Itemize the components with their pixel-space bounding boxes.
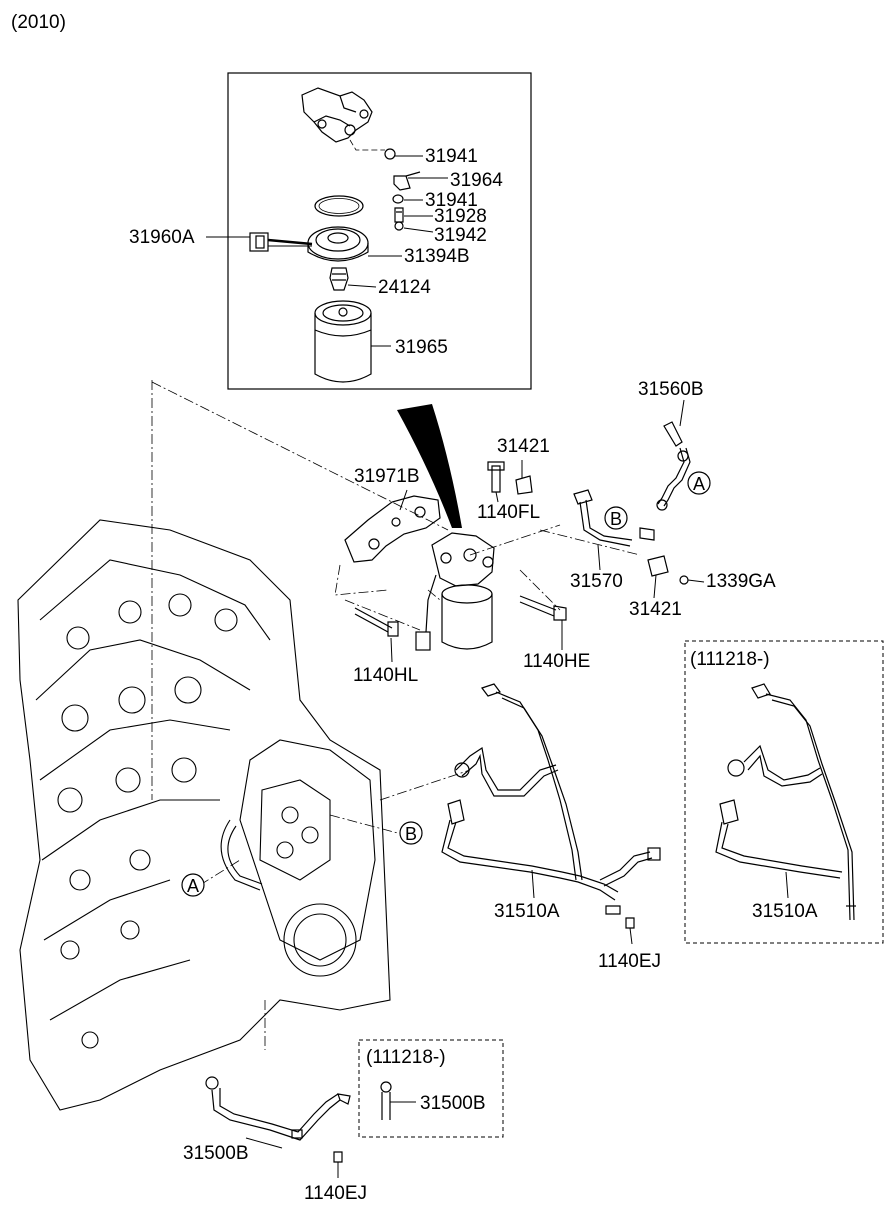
callout-31500B-main: 31500B	[183, 1143, 249, 1164]
callout-31965: 31965	[395, 337, 448, 358]
callout-31941-b: 31941	[425, 190, 478, 211]
bolts	[354, 461, 567, 637]
callout-1140HE: 1140HE	[523, 651, 591, 672]
callout-1140EJ-main: 1140EJ	[598, 951, 662, 972]
svg-text:B: B	[405, 824, 417, 844]
fitting-part	[329, 267, 349, 291]
lower-leader-lines	[245, 1137, 339, 1178]
callout-31560B: 31560B	[638, 379, 704, 400]
pointer-arrow	[397, 404, 462, 528]
alt-box-upper	[684, 640, 884, 944]
top-leader-lines	[206, 155, 448, 347]
ref-marker-b1: B	[604, 506, 628, 530]
callout-31971B: 31971B	[354, 466, 420, 487]
guide-lines	[151, 380, 641, 1050]
fuel-filter-assembly	[415, 532, 495, 651]
small-fittings	[384, 148, 421, 231]
filter-head-part	[301, 87, 373, 143]
callout-31964: 31964	[450, 170, 503, 191]
ref-marker-a1: A	[687, 471, 711, 495]
o-ring-part	[314, 195, 364, 217]
engine-block	[17, 519, 391, 1111]
callout-31928: 31928	[434, 206, 487, 227]
callout-1140HL: 1140HL	[353, 665, 419, 686]
alt-box-lower	[358, 1039, 504, 1138]
svg-text:A: A	[187, 876, 199, 896]
callout-1339GA: 1339GA	[706, 571, 776, 592]
fuel-lines-upper	[573, 421, 691, 585]
alt-box-lower-date: (111218-)	[366, 1047, 446, 1068]
callout-1140EJ-lower: 1140EJ	[304, 1183, 368, 1204]
callout-31421-lower: 31421	[629, 599, 682, 620]
fuel-line-31500B	[205, 1076, 351, 1163]
callout-31500B-alt: 31500B	[420, 1093, 486, 1114]
callout-31570: 31570	[570, 571, 623, 592]
callout-31942: 31942	[434, 225, 487, 246]
svg-text:B: B	[610, 509, 622, 529]
svg-text:A: A	[693, 474, 705, 494]
bracket-part	[344, 495, 441, 563]
fuel-line-31500B-alt	[380, 1081, 416, 1120]
filter-detail-box	[227, 72, 532, 390]
callout-31510A-alt: 31510A	[752, 901, 818, 922]
fuel-line-31510A	[441, 683, 661, 929]
filter-cartridge-part	[314, 300, 372, 383]
ref-marker-b2: B	[399, 821, 423, 845]
callout-31941-a: 31941	[425, 146, 478, 167]
sensor-heater-part	[249, 226, 369, 262]
ref-marker-a2: A	[181, 873, 205, 897]
alt-box-upper-date: (111218-)	[690, 649, 770, 670]
fuel-line-31510A-alt	[715, 683, 856, 921]
callout-31960A: 31960A	[129, 227, 195, 248]
callout-31421-upper: 31421	[497, 436, 550, 457]
main-leader-lines	[390, 399, 705, 945]
model-year-label: (2010)	[11, 12, 66, 33]
callout-1140FL: 1140FL	[477, 502, 541, 523]
callout-31394B: 31394B	[404, 246, 470, 267]
callout-24124: 24124	[378, 277, 431, 298]
callout-31510A-main: 31510A	[494, 901, 560, 922]
